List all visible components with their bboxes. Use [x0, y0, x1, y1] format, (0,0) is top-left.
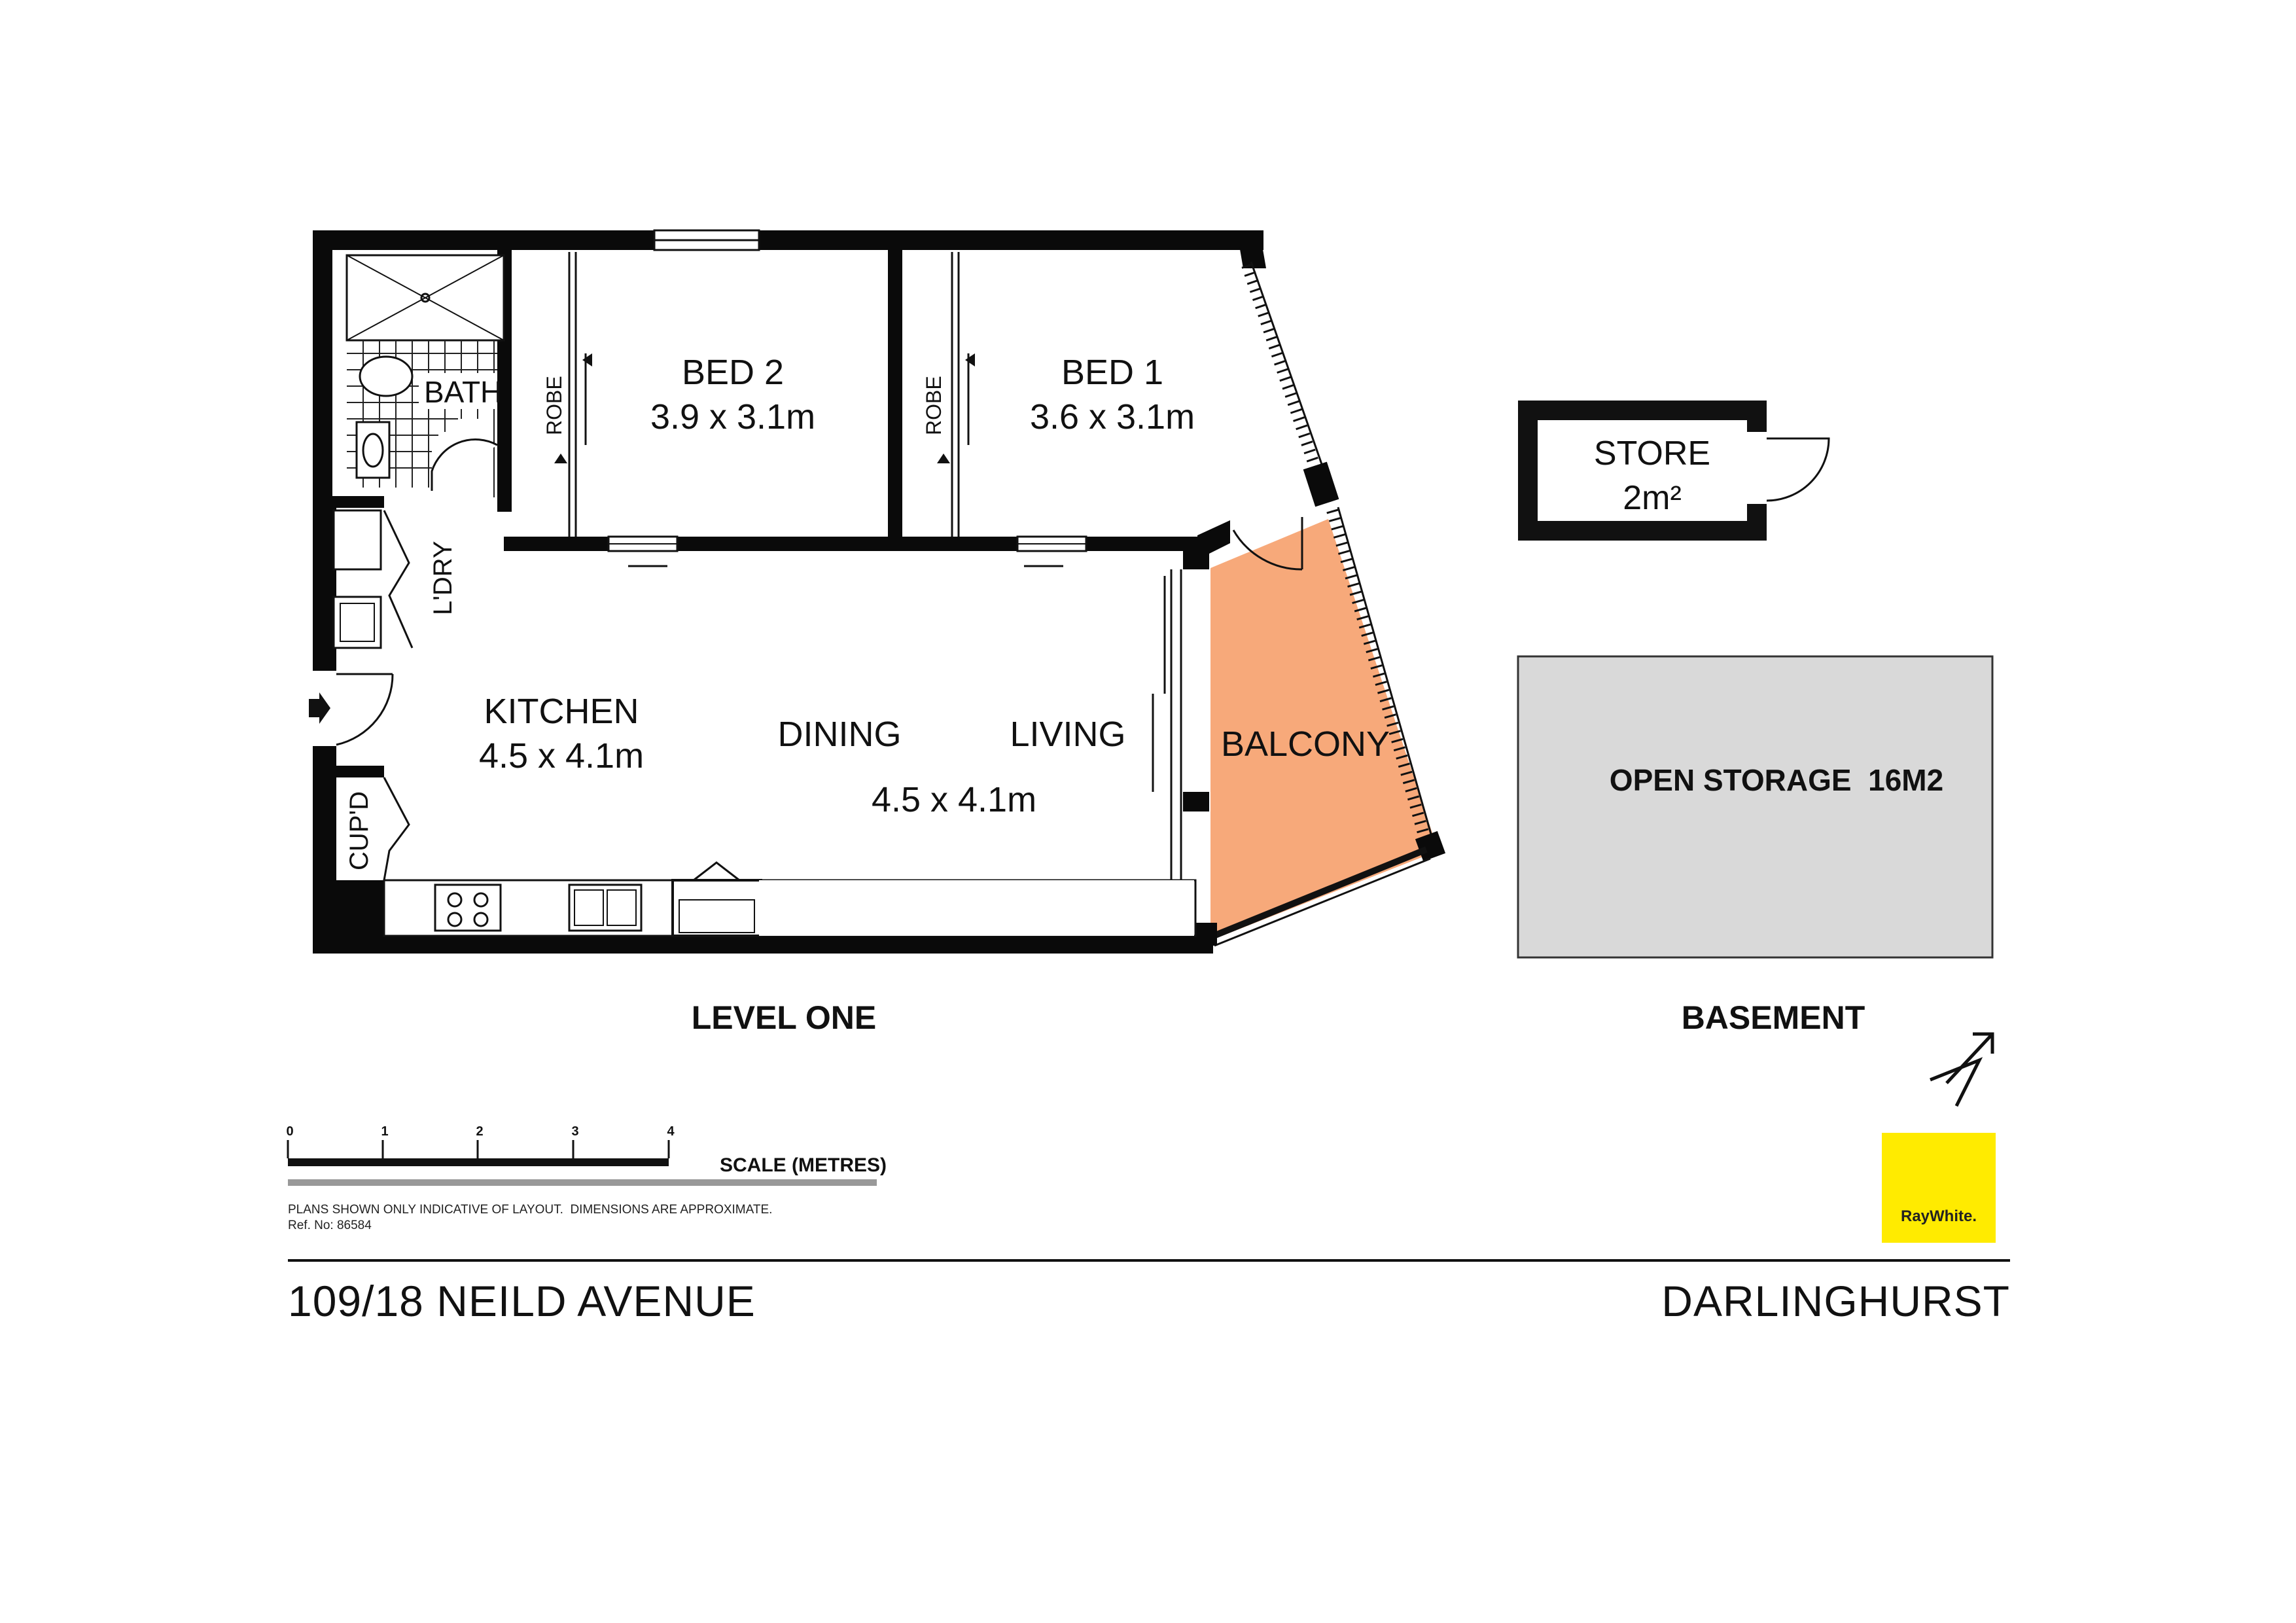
disclaimer-text: PLANS SHOWN ONLY INDICATIVE OF LAYOUT. D…	[288, 1203, 773, 1217]
scale-tick-4: 4	[667, 1124, 675, 1139]
living-sliding-door	[1152, 569, 1182, 929]
bathroom	[345, 254, 505, 497]
dining-label: DINING	[778, 715, 902, 754]
bed-1-name: BED 1	[1061, 353, 1163, 392]
scale-tick-3: 3	[571, 1124, 578, 1139]
basement-label: BASEMENT	[1682, 999, 1865, 1036]
open-storage-area	[1517, 655, 1994, 959]
level-one-label: LEVEL ONE	[692, 999, 876, 1036]
bed-1-size: 3.6 x 3.1m	[1030, 397, 1195, 437]
north-arrow-icon	[1930, 1032, 1994, 1107]
balcony-label: BALCONY	[1221, 724, 1390, 764]
scale-tick-0: 0	[286, 1124, 293, 1139]
bath-label: BATH	[424, 375, 502, 409]
kitchen-counter	[383, 861, 1197, 937]
bed-2-name: BED 2	[682, 353, 784, 392]
laundry	[332, 509, 414, 649]
footer-divider	[288, 1259, 2010, 1262]
laundry-label: L'DRY	[429, 541, 457, 615]
suburb-name: DARLINGHURST	[1661, 1277, 2010, 1325]
angled-walls	[1197, 230, 1446, 947]
raywhite-logo: RayWhite.	[1882, 1133, 1996, 1243]
kitchen-size: 4.5 x 4.1m	[479, 736, 644, 776]
balcony-floor	[1210, 519, 1438, 940]
living-size: 4.5 x 4.1m	[872, 780, 1036, 819]
balcony-door-swing	[1232, 529, 1303, 571]
logo-text: RayWhite.	[1900, 1207, 1977, 1225]
robe-2-label: ROBE	[542, 376, 566, 435]
bedroom-doors	[607, 535, 1087, 567]
robes	[554, 252, 975, 537]
living-label: LIVING	[1010, 715, 1125, 754]
store-size: 2m²	[1623, 479, 1682, 517]
street-address: 109/18 NEILD AVENUE	[288, 1277, 756, 1325]
scale-tick-1: 1	[381, 1124, 388, 1139]
cupboard-door	[383, 777, 410, 881]
reference-number: Ref. No: 86584	[288, 1219, 372, 1232]
bed-2-size: 3.9 x 3.1m	[650, 397, 815, 437]
scale-bar	[287, 1140, 877, 1186]
open-storage-label: OPEN STORAGE 16M2	[1610, 763, 1943, 797]
plan-notes: PLANS SHOWN ONLY INDICATIVE OF LAYOUT. D…	[288, 1202, 772, 1234]
store-room	[1518, 401, 1830, 541]
robe-1-label: ROBE	[922, 376, 945, 435]
scale-tick-2: 2	[476, 1124, 483, 1139]
store-name: STORE	[1594, 435, 1710, 473]
scale-label: SCALE (METRES)	[720, 1154, 887, 1176]
cupboard-label: CUP'D	[345, 791, 374, 870]
kitchen-name: KITCHEN	[484, 692, 639, 731]
entry-door	[309, 673, 394, 746]
